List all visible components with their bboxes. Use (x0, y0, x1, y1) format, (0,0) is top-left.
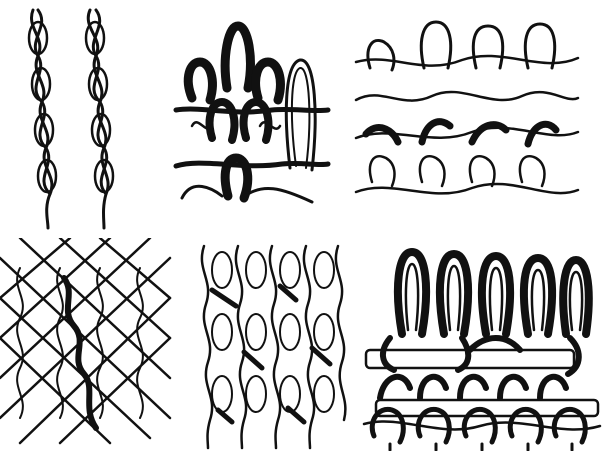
bottom-loop-row (356, 156, 578, 193)
course-lines (176, 109, 328, 166)
vertical-wale-knit-drawing (192, 240, 352, 450)
laid-in-weft-knit-panel (360, 238, 602, 451)
left-chain-wale (29, 10, 56, 228)
laid-in-weft-knit-drawing (360, 238, 602, 451)
weft-knit-loop-drawing (172, 18, 332, 210)
middle-loop-row (356, 92, 578, 144)
vertical-wale-knit-fabric-panel (192, 240, 352, 450)
crossed-warp-knit-fabric-panel (0, 238, 172, 448)
weft-knit-loop-structure-panel (172, 18, 332, 210)
tuck-float-knit-drawing (352, 12, 582, 214)
chain-stitch-drawing (8, 8, 128, 230)
right-chain-wale (86, 10, 113, 228)
top-loop-row (356, 22, 578, 70)
crossed-warp-knit-drawing (0, 238, 172, 448)
top-dark-loops (398, 252, 589, 334)
tuck-float-knit-panel (352, 12, 582, 214)
chain-stitch-wales-panel (8, 8, 128, 230)
diagonal-strands (0, 238, 170, 443)
